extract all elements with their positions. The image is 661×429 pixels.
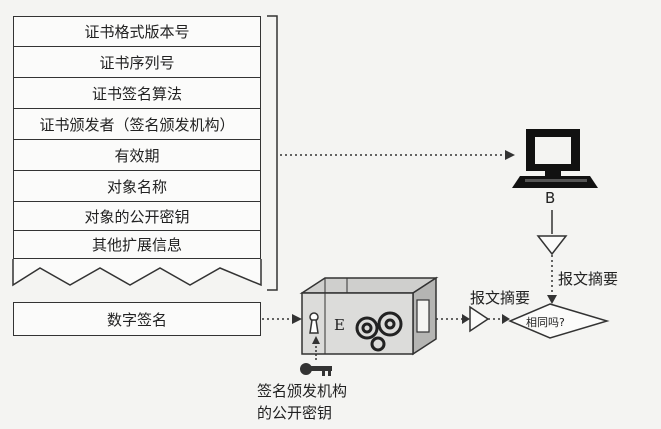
digest-label-left: 报文摘要 — [470, 289, 531, 307]
computer-icon — [512, 129, 598, 188]
certificate-field: 证书格式版本号 — [13, 16, 261, 47]
digest-label-top: 报文摘要 — [558, 270, 619, 288]
field-label: 证书序列号 — [99, 53, 175, 72]
field-label: 其他扩展信息 — [91, 236, 182, 254]
key-caption-line1: 签名颁发机构 — [257, 382, 348, 400]
lock-icon — [309, 312, 319, 334]
compare-diamond — [508, 303, 610, 339]
key-icon — [300, 363, 332, 376]
field-label: 证书签名算法 — [91, 84, 182, 103]
field-label: 对象名称 — [106, 177, 167, 196]
certificate-field: 证书签名算法 — [13, 78, 261, 109]
signature-label: 数字签名 — [106, 310, 167, 329]
torn-edge — [12, 259, 262, 287]
hash-triangle-left — [469, 305, 490, 333]
key-caption-line2: 的公开密钥 — [257, 404, 333, 422]
certificate-field: 其他扩展信息 — [13, 231, 261, 259]
compare-label: 相同吗? — [526, 316, 565, 329]
certificate-field: 对象名称 — [13, 171, 261, 202]
field-label: 有效期 — [114, 146, 160, 165]
field-label: 证书格式版本号 — [84, 23, 190, 41]
gear-icon — [355, 311, 403, 352]
decrypt-box — [299, 276, 439, 356]
box-letter: E — [334, 316, 345, 334]
certificate-field: 证书序列号 — [13, 47, 261, 78]
field-label: 对象的公开密钥 — [84, 207, 190, 226]
certificate-field: 对象的公开密钥 — [13, 202, 261, 231]
certificate-field: 证书颁发者（签名颁发机构） — [13, 109, 261, 140]
certificate-bracket — [267, 15, 278, 291]
hash-triangle-top — [536, 235, 568, 256]
certificate-field: 有效期 — [13, 140, 261, 171]
digital-signature-box: 数字签名 — [13, 302, 261, 336]
computer-label: B — [545, 189, 556, 207]
field-label: 证书颁发者（签名颁发机构） — [39, 115, 235, 134]
